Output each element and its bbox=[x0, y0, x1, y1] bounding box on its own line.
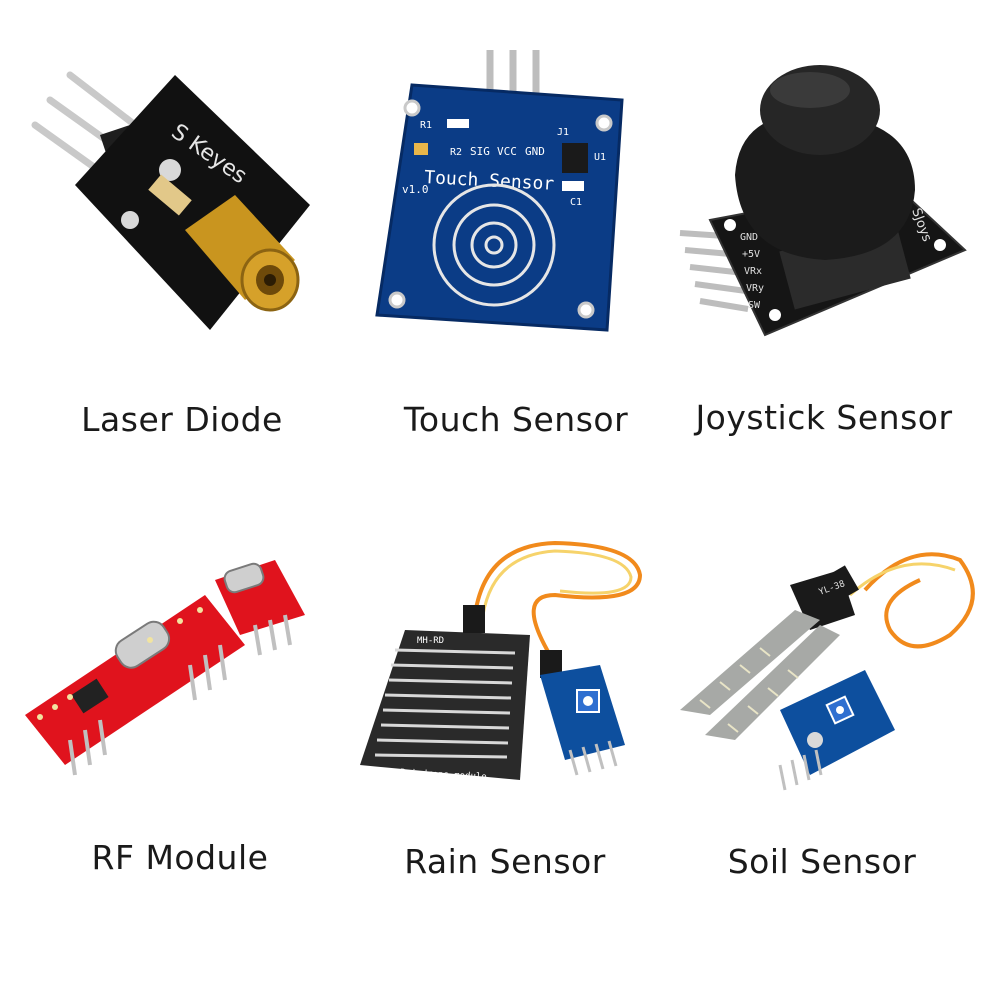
touch-version: v1.0 bbox=[402, 183, 429, 196]
label-rain-sensor: Rain Sensor bbox=[404, 842, 606, 881]
touch-board bbox=[375, 83, 624, 332]
soil-sensor-image: YL-38 bbox=[680, 552, 975, 791]
joystick-cup bbox=[735, 113, 915, 260]
label-touch-sensor: Touch Sensor bbox=[403, 400, 629, 439]
joystick-pin-5v: +5V bbox=[742, 249, 760, 260]
joystick-pin-sw: SW bbox=[748, 300, 761, 311]
soil-prong-left bbox=[680, 610, 820, 715]
rain-wire bbox=[473, 540, 643, 657]
joystick-pin-gnd: GND bbox=[740, 232, 758, 243]
joystick-sensor-image: GND +5V VRx VRy SW SJoys bbox=[679, 65, 967, 337]
laser-diode-image: S Keyes bbox=[31, 71, 310, 330]
touch-pin-sig: SIG bbox=[470, 145, 490, 158]
touch-ref-j1: J1 bbox=[557, 127, 569, 138]
joystick-pin-vrx: VRx bbox=[744, 266, 762, 277]
touch-ref-r1: R1 bbox=[420, 120, 432, 131]
label-soil-sensor: Soil Sensor bbox=[727, 842, 917, 881]
label-rf-module: RF Module bbox=[91, 838, 269, 877]
touch-pin-vcc: VCC bbox=[497, 145, 517, 158]
touch-pin-gnd: GND bbox=[525, 145, 545, 158]
joystick-pin-vry: VRy bbox=[746, 283, 764, 294]
touch-holes bbox=[388, 99, 613, 319]
rain-board-id: MH-RD bbox=[417, 636, 444, 646]
touch-ref-u1: U1 bbox=[594, 152, 606, 163]
rf-module-image bbox=[25, 560, 305, 776]
rain-board-text: Raindrops module bbox=[400, 768, 487, 783]
touch-ref-c1: C1 bbox=[570, 197, 582, 208]
touch-pad bbox=[432, 183, 556, 307]
soil-prong-right bbox=[705, 625, 840, 740]
label-laser-diode: Laser Diode bbox=[81, 400, 283, 439]
laser-barrel bbox=[148, 174, 300, 312]
touch-sensor-image: SIG VCC GND R1 R2 J1 U1 C1 Touch Sensor … bbox=[375, 50, 624, 332]
rain-sensor-image: MH-RD Raindrops module bbox=[360, 540, 643, 783]
label-joystick-sensor: Joystick Sensor bbox=[695, 398, 953, 437]
soil-wire bbox=[863, 552, 975, 649]
rain-traces bbox=[374, 648, 516, 759]
rf-receiver-board bbox=[25, 595, 245, 765]
touch-ref-r2: R2 bbox=[450, 147, 462, 158]
